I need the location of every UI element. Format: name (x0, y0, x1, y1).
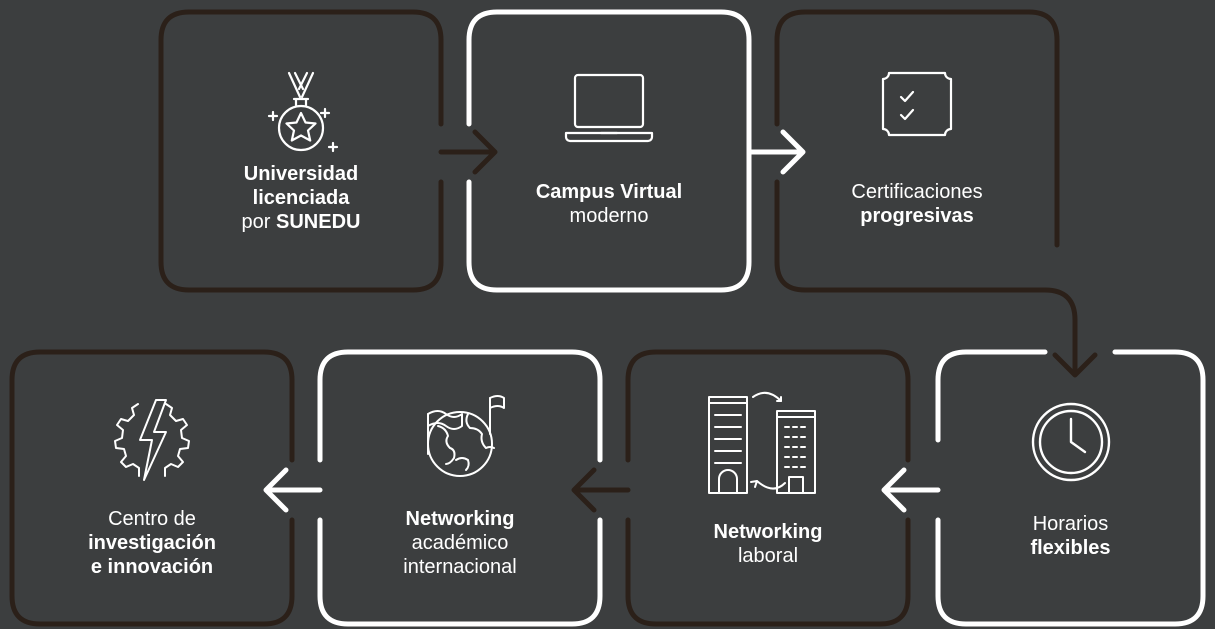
step-horarios: Horarios flexibles (938, 352, 1203, 624)
certificate-icon (867, 67, 967, 147)
step-universidad-label: Universidad licenciada por SUNEDU (161, 162, 441, 234)
step-universidad: Universidad licenciada por SUNEDU (161, 12, 441, 290)
label-line: Certificaciones (851, 181, 983, 203)
label-line: flexibles (1030, 537, 1111, 559)
card-outline-certificaciones-top (774, 9, 1060, 248)
arrow-laboral-to-academico (571, 467, 631, 513)
arrow-campus-to-certificaciones (746, 129, 806, 175)
step-centro-label: Centro de investigación e innovación (12, 507, 292, 579)
medal-icon (256, 67, 346, 157)
step-networking-academico-label: Networking académico internacional (320, 507, 600, 579)
card-outline-universidad (158, 9, 444, 293)
step-certificaciones-label: Certificaciones progresivas (777, 180, 1057, 228)
label-line: Horarios (1032, 513, 1109, 535)
label-line: Centro de (108, 508, 196, 530)
arrow-academico-to-centro (263, 467, 323, 513)
step-certificaciones: Certificaciones progresivas (777, 12, 1057, 290)
buildings-icon (703, 387, 833, 497)
clock-icon (1026, 397, 1116, 487)
card-outline-laboral-top (625, 349, 911, 463)
card-outline-academico-top (317, 349, 603, 463)
step-horarios-label: Horarios flexibles (938, 512, 1203, 560)
arrow-certificaciones-to-horarios (774, 179, 1098, 378)
label-line: Networking (713, 521, 823, 543)
gear-lightning-icon (104, 394, 200, 484)
arrow-horarios-to-laboral (881, 467, 941, 513)
label-line: licenciada (252, 187, 350, 209)
label-line: Networking (405, 508, 515, 530)
card-outline-academico-bottom (317, 517, 603, 627)
step-networking-academico: Networking académico internacional (320, 352, 600, 624)
label-line: investigación (88, 532, 216, 554)
globe-flags-icon (410, 390, 510, 486)
step-campus: Campus Virtual moderno (469, 12, 749, 290)
step-centro: Centro de investigación e innovación (12, 352, 292, 624)
step-networking-laboral: Networking laboral (628, 352, 908, 624)
laptop-icon (563, 67, 655, 147)
step-networking-laboral-label: Networking laboral (628, 520, 908, 568)
card-outline-centro (9, 349, 295, 627)
label-line: académico (411, 532, 509, 554)
label-line: moderno (569, 205, 649, 227)
card-outline-horarios-b (935, 349, 1206, 627)
card-outline-laboral-bottom (625, 517, 911, 627)
label-line: por SUNEDU (241, 211, 361, 233)
card-outline-horarios-a (935, 349, 1048, 443)
label-line: laboral (737, 545, 799, 567)
label-line: e innovación (90, 556, 214, 578)
arrow-universidad-to-campus (438, 129, 498, 175)
label-line: Universidad (243, 163, 359, 185)
label-line: internacional (403, 556, 517, 578)
label-line: progresivas (860, 205, 974, 227)
label-line: Campus Virtual (535, 181, 683, 203)
step-campus-label: Campus Virtual moderno (469, 180, 749, 228)
